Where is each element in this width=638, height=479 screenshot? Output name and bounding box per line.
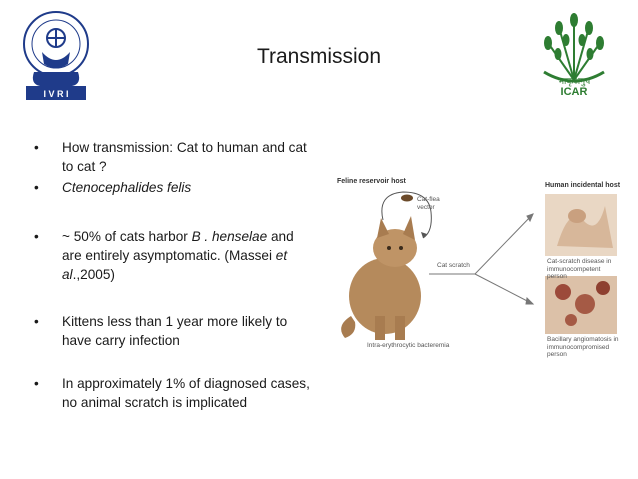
ivri-banner-text: I V R I	[43, 89, 68, 99]
scratch-label: Cat scratch	[437, 262, 470, 269]
bullet-text: In approximately 1% of diagnosed cases, …	[62, 376, 310, 410]
vector-label: Cat-flea vector	[417, 196, 440, 211]
icar-banner-text: ICAR	[560, 86, 588, 98]
bullet-text: ~ 50% of cats harbor B . henselae and ar…	[62, 227, 312, 284]
transmission-arrows	[429, 213, 535, 305]
cat-illustration	[341, 216, 421, 340]
icar-wheat-icon	[543, 13, 605, 83]
bullet-marker: •	[34, 180, 39, 195]
ivri-logo: I V R I	[20, 6, 92, 106]
bullet-text: Ctenocephalides felis	[62, 178, 312, 197]
bullet-text-part: .,2005)	[72, 267, 115, 282]
feline-host-label: Feline reservoir host	[337, 178, 406, 185]
bullet-marker: •	[34, 376, 39, 391]
caption-top: Cat-scratch disease in immunocompetent p…	[547, 258, 612, 280]
bullet-marker: •	[34, 314, 39, 329]
bullet-text-part: ~ 50% of cats harbor	[62, 229, 192, 244]
bullet-text-italic: et al	[62, 248, 288, 282]
slide-title: Transmission	[256, 45, 382, 68]
ivri-emblem-icon: I V R I	[23, 11, 89, 100]
bacteremia-label: Intra-erythrocytic bacteremia	[367, 342, 450, 349]
icar-hindi-text: भाकृअनुप	[557, 77, 591, 87]
transmission-diagram	[341, 191, 617, 340]
flea-vector-loop	[381, 191, 432, 239]
bullet-text: How transmission: Cat to human and cat t…	[62, 140, 307, 174]
icar-logo: भाकृअनुप ICAR	[534, 10, 614, 105]
caption-bottom: Bacillary angiomatosis in immunocompromi…	[547, 336, 619, 358]
human-host-label: Human incidental host	[545, 182, 621, 189]
bullet-marker: •	[34, 229, 39, 244]
bullet-text: Kittens less than 1 year more likely to …	[62, 314, 288, 348]
species-name: Ctenocephalides felis	[62, 180, 192, 195]
bullet-marker: •	[34, 140, 39, 155]
bullet-text-italic: B . henselae	[191, 229, 268, 244]
bullet-text-part: and are entirely asymptomatic. (Massei	[62, 229, 294, 263]
transmission-figure: Feline reservoir host Human incidental h…	[337, 176, 627, 366]
